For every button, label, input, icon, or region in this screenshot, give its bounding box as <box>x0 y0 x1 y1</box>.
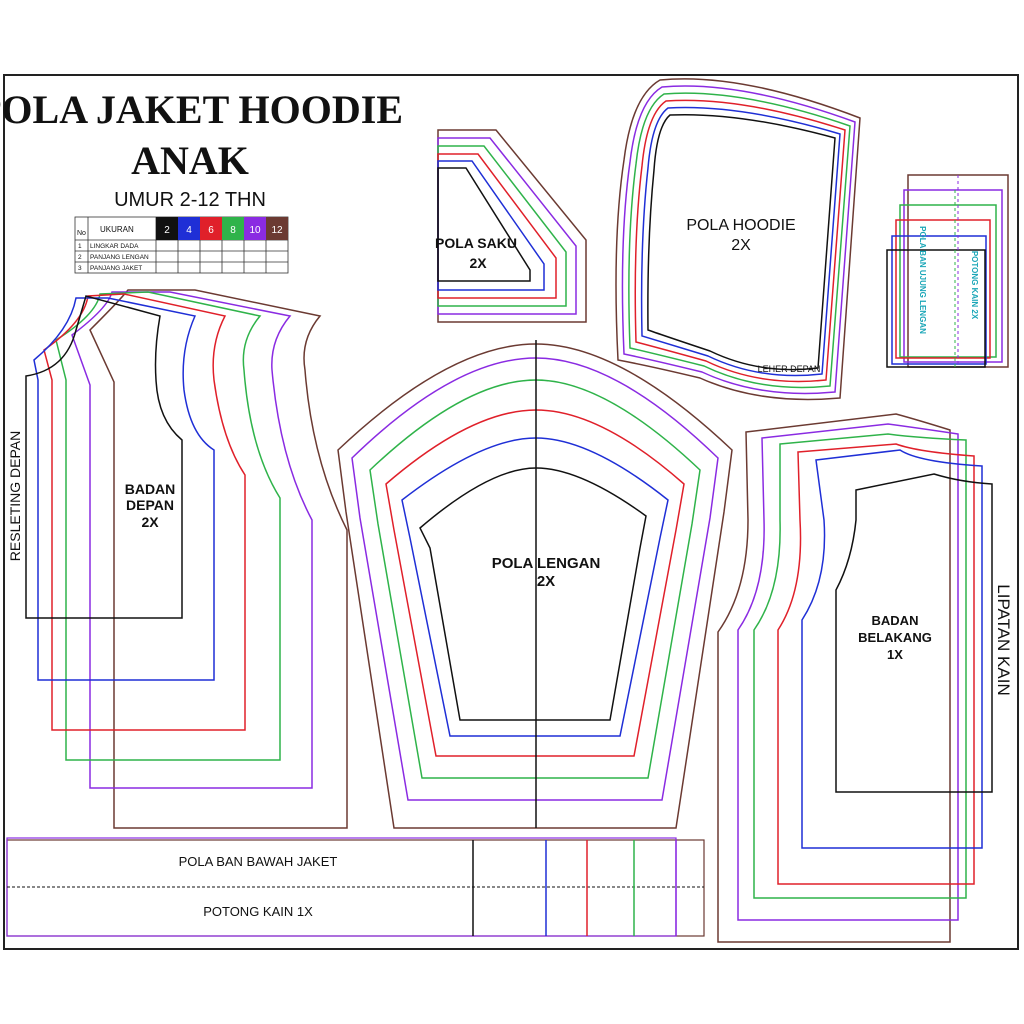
front-edge-label: RESLETING DEPAN <box>7 431 23 561</box>
size-label-2: 2 <box>164 225 170 236</box>
waistband-label: POLA BAN BAWAH JAKET <box>179 854 338 869</box>
sleeve-label: POLA LENGAN <box>492 555 601 572</box>
sleeve-qty: 2X <box>537 573 555 590</box>
size-label-12: 12 <box>271 225 283 236</box>
front-qty: 2X <box>141 514 159 530</box>
size-table: 2 4 6 8 10 12 No UKURAN 1 LINGKAR DADA 2… <box>74 216 289 274</box>
size-label-10: 10 <box>249 225 261 236</box>
hood-pattern: POLA HOODIE 2X LEHER DEPAN <box>615 78 861 401</box>
size-swatch-12 <box>266 217 288 240</box>
size-swatch-10 <box>244 217 266 240</box>
front-body-pattern: BADAN DEPAN 2X RESLETING DEPAN <box>7 289 348 829</box>
table-row-label-2: PANJANG LENGAN <box>90 254 149 261</box>
table-row-no-3: 3 <box>78 265 82 272</box>
waistband-note: POTONG KAIN 1X <box>203 904 313 919</box>
back-edge-label: LIPATAN KAIN <box>994 584 1013 695</box>
back-body-pattern: BADAN BELAKANG 1X LIPATAN KAIN <box>717 413 1013 943</box>
hood-note: LEHER DEPAN <box>758 364 821 374</box>
table-header-size: UKURAN <box>100 225 134 234</box>
table-row-no-1: 1 <box>78 243 82 250</box>
cuff-pattern: POLA BAN UJUNG LENGAN POTONG KAIN 2X <box>886 174 1009 368</box>
hood-qty: 2X <box>731 237 751 254</box>
pocket-pattern: POLA SAKU 2X <box>435 129 587 323</box>
back-label-1: BADAN <box>872 613 919 628</box>
pocket-label: POLA SAKU <box>435 235 517 251</box>
size-label-6: 6 <box>208 225 214 236</box>
table-header-no: No <box>77 230 86 237</box>
size-swatch-2 <box>156 217 178 240</box>
size-swatch-6 <box>200 217 222 240</box>
front-label-2: DEPAN <box>126 497 174 513</box>
size-label-8: 8 <box>230 225 236 236</box>
back-qty: 1X <box>887 647 903 662</box>
sleeve-pattern: POLA LENGAN 2X <box>337 340 733 829</box>
size-label-4: 4 <box>186 225 192 236</box>
title-line-1: POLA JAKET HOODIE <box>0 87 403 132</box>
waistband-pattern: POLA BAN BAWAH JAKET POTONG KAIN 1X <box>6 837 705 937</box>
table-row-no-2: 2 <box>78 254 82 261</box>
table-row-label-3: PANJANG JAKET <box>90 265 142 272</box>
size-swatch-4 <box>178 217 200 240</box>
title-line-2: ANAK <box>131 138 249 183</box>
subtitle: UMUR 2-12 THN <box>114 189 266 211</box>
cuff-note: POTONG KAIN 2X <box>970 251 979 320</box>
back-label-2: BELAKANG <box>858 630 932 645</box>
front-label-1: BADAN <box>125 481 176 497</box>
pocket-qty: 2X <box>469 255 487 271</box>
size-swatch-8 <box>222 217 244 240</box>
table-row-label-1: LINGKAR DADA <box>90 243 139 250</box>
cuff-label: POLA BAN UJUNG LENGAN <box>918 226 927 334</box>
hood-label: POLA HOODIE <box>686 217 795 234</box>
